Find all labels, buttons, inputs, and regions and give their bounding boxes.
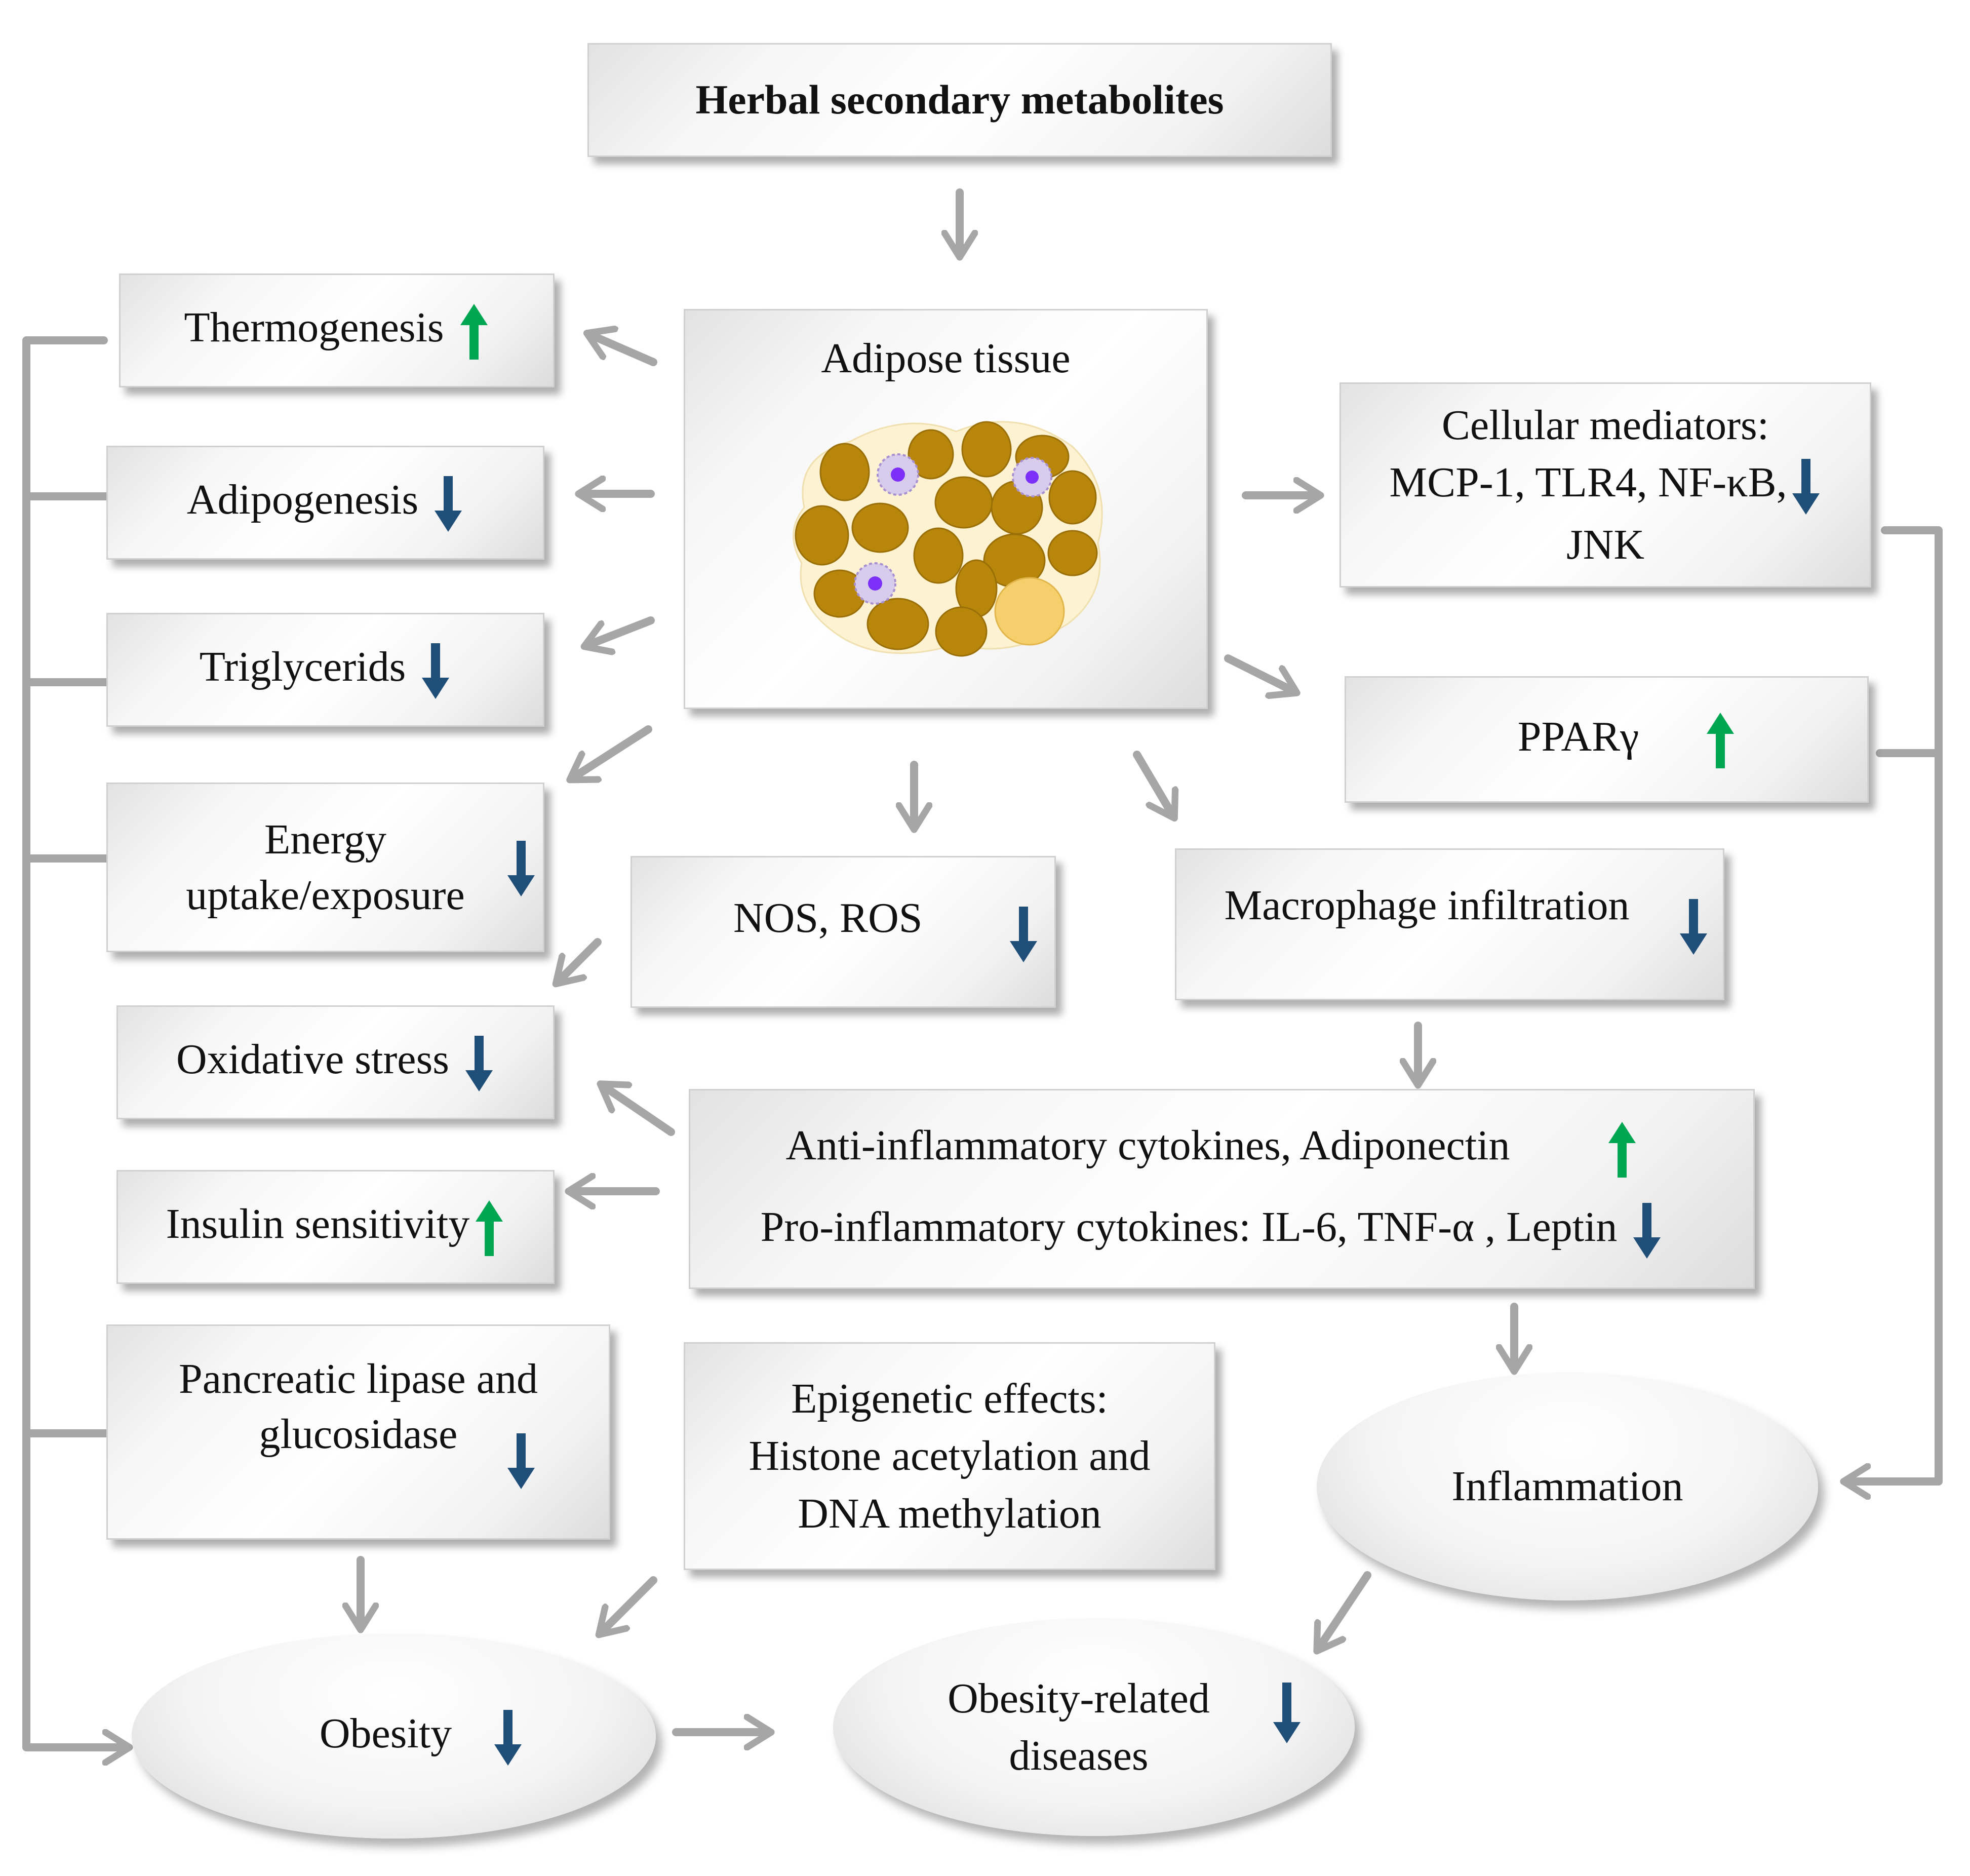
- energy-uptake-label-line1: Energy: [264, 816, 387, 864]
- obesity-label: Obesity: [319, 1710, 452, 1757]
- herbal-metabolites-box: Herbal secondary metabolites: [587, 43, 1332, 157]
- arrow-cytokines-to-oxidative: [608, 1089, 675, 1136]
- macrophage-infiltration-box: Macrophage infiltration: [1175, 848, 1724, 1000]
- up-arrow-icon: [476, 1200, 503, 1256]
- triglycerids-box: Triglycerids: [106, 613, 544, 727]
- fat-cell: [819, 443, 870, 501]
- anti-inflammatory-label: Anti-inflammatory cytokines, Adiponectin: [785, 1122, 1510, 1169]
- arrow-adipose-to-macrophage: [1133, 751, 1170, 810]
- fat-cell: [1048, 470, 1096, 525]
- down-arrow-icon: [1010, 907, 1037, 962]
- macrophage-cell: [853, 562, 896, 605]
- cellular-mediators-line2: MCP-1, TLR4, NF-κB,: [1389, 459, 1787, 506]
- cellular-mediators-box: Cellular mediators: MCP-1, TLR4, NF-κB, …: [1339, 382, 1871, 588]
- arrow-nos-to-oxidative: [562, 938, 602, 978]
- pro-inflammatory-label: Pro-inflammatory cytokines: IL-6, TNF-α …: [760, 1203, 1618, 1250]
- fat-cell: [851, 502, 909, 553]
- energy-uptake-box: Energy uptake/exposure: [106, 783, 544, 952]
- oxidative-stress-box: Oxidative stress: [116, 1005, 555, 1119]
- energy-uptake-label-line2: uptake/exposure: [186, 871, 465, 919]
- down-arrow-icon: [507, 841, 535, 896]
- arrow-adipose-to-ppar: [1224, 654, 1289, 689]
- nos-ros-label: NOS, ROS: [733, 894, 923, 942]
- left-bracket-line: [22, 336, 121, 1747]
- down-arrow-icon: [507, 1433, 535, 1489]
- pancreatic-lipase-label-line1: Pancreatic lipase and: [179, 1355, 538, 1402]
- inflammation-ellipse: Inflammation: [1317, 1373, 1818, 1600]
- down-arrow-icon: [422, 643, 450, 699]
- up-arrow-icon: [460, 303, 488, 360]
- oxidative-stress-label: Oxidative stress: [176, 1036, 449, 1083]
- obesity-ellipse: Obesity: [132, 1633, 656, 1839]
- fat-cell: [913, 527, 963, 584]
- down-arrow-icon: [1792, 458, 1820, 515]
- fat-cell: [935, 606, 987, 657]
- fat-cell: [934, 476, 993, 529]
- macrophage-infiltration-label: Macrophage infiltration: [1224, 882, 1630, 929]
- adipose-tissue-box: Adipose tissue: [684, 309, 1208, 709]
- fat-cell-light: [994, 577, 1065, 646]
- arrow-epigenetic-to-obesity: [605, 1576, 657, 1628]
- fat-cell: [908, 429, 954, 480]
- fat-cell: [866, 598, 929, 650]
- fat-cell: [1047, 530, 1097, 576]
- pancreatic-lipase-box: Pancreatic lipase and glucosidase: [106, 1324, 610, 1540]
- thermogenesis-box: Thermogenesis: [119, 273, 555, 387]
- epigenetic-label-line2: Histone acetylation and: [748, 1432, 1151, 1480]
- triglycerids-label: Triglycerids: [199, 643, 406, 691]
- arrow-inflammation-to-related: [1322, 1571, 1371, 1644]
- down-arrow-icon: [435, 476, 462, 532]
- up-arrow-icon: [1707, 713, 1735, 769]
- insulin-sensitivity-label: Insulin sensitivity: [166, 1200, 470, 1248]
- up-arrow-icon: [1608, 1121, 1636, 1178]
- pancreatic-lipase-label-line2: glucosidase: [259, 1411, 458, 1458]
- ppar-gamma-label: PPARγ: [1517, 713, 1639, 760]
- cellular-mediators-line1: Cellular mediators:: [1441, 402, 1769, 449]
- ppar-gamma-box: PPARγ: [1345, 676, 1869, 803]
- herbal-metabolites-label: Herbal secondary metabolites: [695, 76, 1224, 123]
- epigenetic-effects-box: Epigenetic effects: Histone acetylation …: [684, 1342, 1215, 1570]
- fat-cell: [795, 505, 849, 566]
- down-arrow-icon: [1633, 1202, 1661, 1259]
- inflammation-label: Inflammation: [1451, 1463, 1683, 1510]
- epigenetic-label-line1: Epigenetic effects:: [791, 1375, 1108, 1422]
- macrophage-cell: [1011, 457, 1052, 498]
- arrow-adipose-to-energy: [577, 725, 652, 775]
- cytokines-box: Anti-inflammatory cytokines, Adiponectin…: [689, 1089, 1755, 1289]
- adipose-tissue-illustration: [792, 421, 1103, 657]
- epigenetic-label-line3: DNA methylation: [798, 1490, 1101, 1537]
- adipogenesis-box: Adipogenesis: [106, 446, 544, 560]
- insulin-sensitivity-box: Insulin sensitivity: [116, 1170, 555, 1284]
- down-arrow-icon: [465, 1035, 493, 1091]
- down-arrow-icon: [1273, 1683, 1301, 1743]
- right-bracket-line: [1853, 526, 1943, 1481]
- down-arrow-icon: [494, 1709, 522, 1766]
- obesity-related-line1: Obesity-related: [948, 1674, 1210, 1722]
- adipogenesis-label: Adipogenesis: [186, 476, 419, 524]
- arrow-adipose-to-thermogenesis: [595, 337, 657, 366]
- arrow-adipose-to-triglycerids: [593, 616, 655, 643]
- fat-cell: [961, 421, 1011, 478]
- macrophage-cell: [876, 453, 919, 496]
- cellular-mediators-line3: JNK: [1566, 521, 1644, 568]
- obesity-related-line2: diseases: [1009, 1732, 1149, 1779]
- down-arrow-icon: [1680, 899, 1707, 955]
- adipose-tissue-label: Adipose tissue: [821, 335, 1071, 382]
- obesity-related-diseases-ellipse: Obesity-related diseases: [833, 1618, 1355, 1836]
- nos-ros-box: NOS, ROS: [631, 856, 1056, 1008]
- thermogenesis-label: Thermogenesis: [184, 304, 444, 351]
